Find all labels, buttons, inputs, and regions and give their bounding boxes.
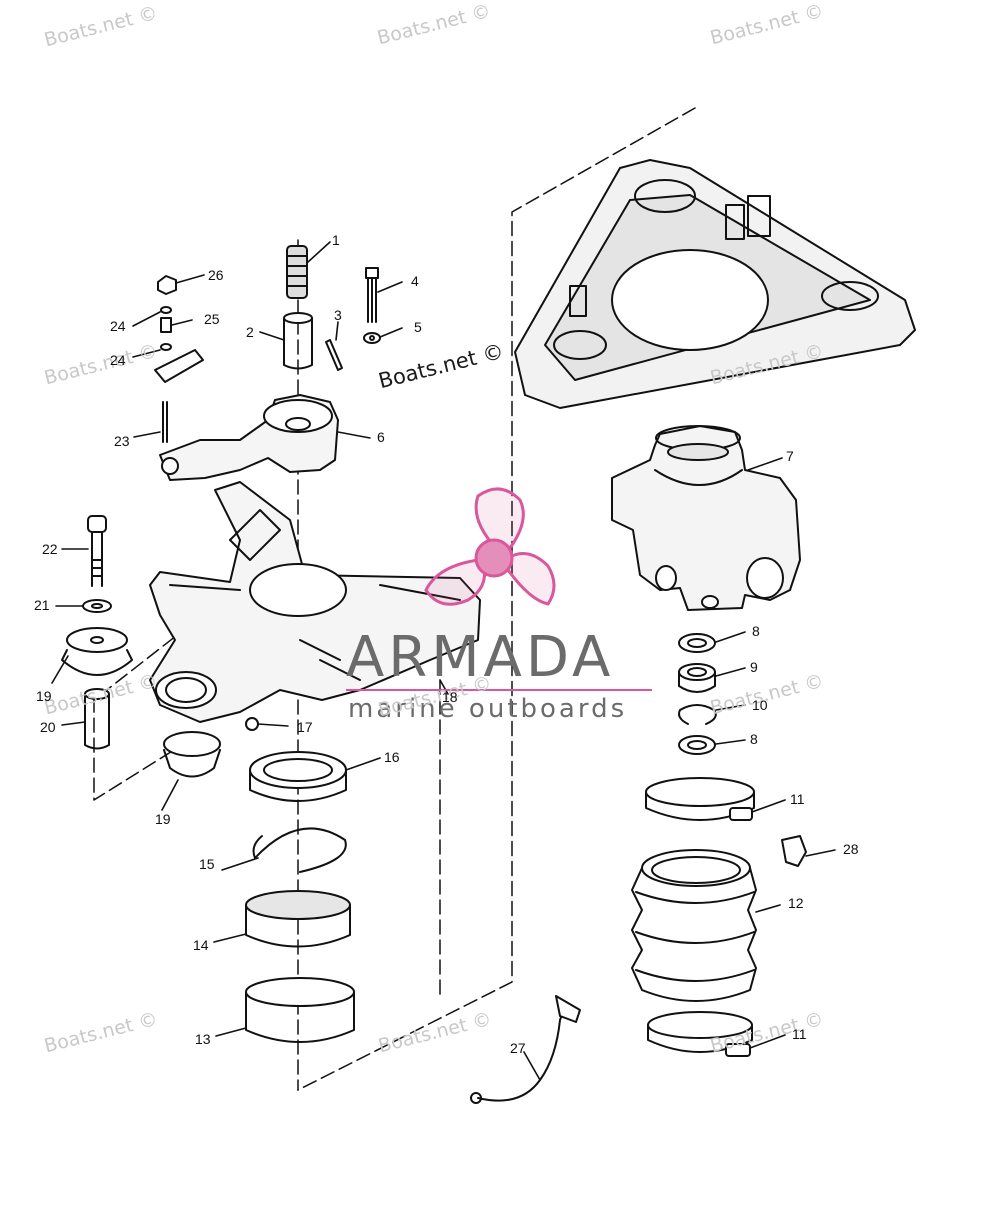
triangular-housing-plate xyxy=(514,159,916,409)
callout-27: 27 xyxy=(510,1040,526,1056)
callout-10: 10 xyxy=(752,697,768,713)
callout-8-top: 8 xyxy=(752,623,760,639)
callout-20: 20 xyxy=(40,719,56,735)
part-9-bearing xyxy=(678,663,716,693)
callout-17: 17 xyxy=(297,719,313,735)
part-3-pin xyxy=(325,339,343,371)
part-22-bolt xyxy=(87,515,107,587)
part-24-washer-bottom xyxy=(160,343,172,351)
callout-16: 16 xyxy=(384,749,400,765)
callout-5: 5 xyxy=(414,319,422,335)
callout-12: 12 xyxy=(788,895,804,911)
callout-21: 21 xyxy=(34,597,50,613)
part-8-seal-bottom xyxy=(678,735,716,755)
callout-13: 13 xyxy=(195,1031,211,1047)
callout-6: 6 xyxy=(377,429,385,445)
part-28-clip xyxy=(781,835,807,867)
part-13-sleeve xyxy=(245,977,355,1043)
callout-4: 4 xyxy=(411,273,419,289)
part-19-mount-bottom xyxy=(163,731,221,778)
callout-7: 7 xyxy=(786,448,794,464)
callout-19-bottom: 19 xyxy=(155,811,171,827)
part-18-gimbal-ring xyxy=(149,481,481,723)
part-link-block xyxy=(154,349,204,383)
part-11-clamp-top xyxy=(645,777,755,821)
part-26-nut xyxy=(157,275,177,295)
part-24-washer-top xyxy=(160,306,172,314)
part-4-bolt xyxy=(365,267,379,323)
part-19-mount-top xyxy=(61,627,133,676)
callout-8-bottom: 8 xyxy=(750,731,758,747)
part-7-gear-housing xyxy=(611,425,801,611)
part-2-bushing xyxy=(283,312,313,370)
callout-26: 26 xyxy=(208,267,224,283)
callout-22: 22 xyxy=(42,541,58,557)
callout-18: 18 xyxy=(442,689,458,705)
part-1-threaded-stud xyxy=(286,245,308,299)
part-17-screw xyxy=(245,717,259,731)
callout-11-top: 11 xyxy=(790,791,805,807)
brand-tagline: marine outboards xyxy=(348,694,628,724)
part-23-stud xyxy=(162,401,168,443)
part-6-steering-lever xyxy=(159,394,339,481)
propeller-logo xyxy=(424,487,556,606)
part-11-clamp-bottom xyxy=(647,1011,753,1057)
callout-14: 14 xyxy=(193,937,209,953)
part-21-washer xyxy=(82,599,112,613)
part-15-retaining-ring xyxy=(252,827,347,873)
callout-2: 2 xyxy=(246,324,254,340)
callout-3: 3 xyxy=(334,307,342,323)
part-20-sleeve xyxy=(84,688,110,750)
callout-11-bottom: 11 xyxy=(792,1026,807,1042)
callout-25: 25 xyxy=(204,311,220,327)
callout-1: 1 xyxy=(332,232,340,248)
callout-15: 15 xyxy=(199,856,215,872)
callout-19-left: 19 xyxy=(36,688,52,704)
part-8-seal-top xyxy=(678,633,716,653)
part-16-bearing xyxy=(249,751,347,802)
brand-name: ARMADA xyxy=(346,625,615,690)
part-12-bellows xyxy=(631,849,757,1002)
callout-24-bottom: 24 xyxy=(110,352,126,368)
part-25-spacer xyxy=(160,317,172,333)
part-14-bearing-race xyxy=(245,890,351,948)
callout-9: 9 xyxy=(750,659,758,675)
leader-lines xyxy=(51,241,836,1081)
callout-28: 28 xyxy=(843,841,859,857)
part-5-washer xyxy=(363,332,381,344)
part-10-snap-ring xyxy=(678,704,717,725)
callout-23: 23 xyxy=(114,433,130,449)
callout-24-top: 24 xyxy=(110,318,126,334)
